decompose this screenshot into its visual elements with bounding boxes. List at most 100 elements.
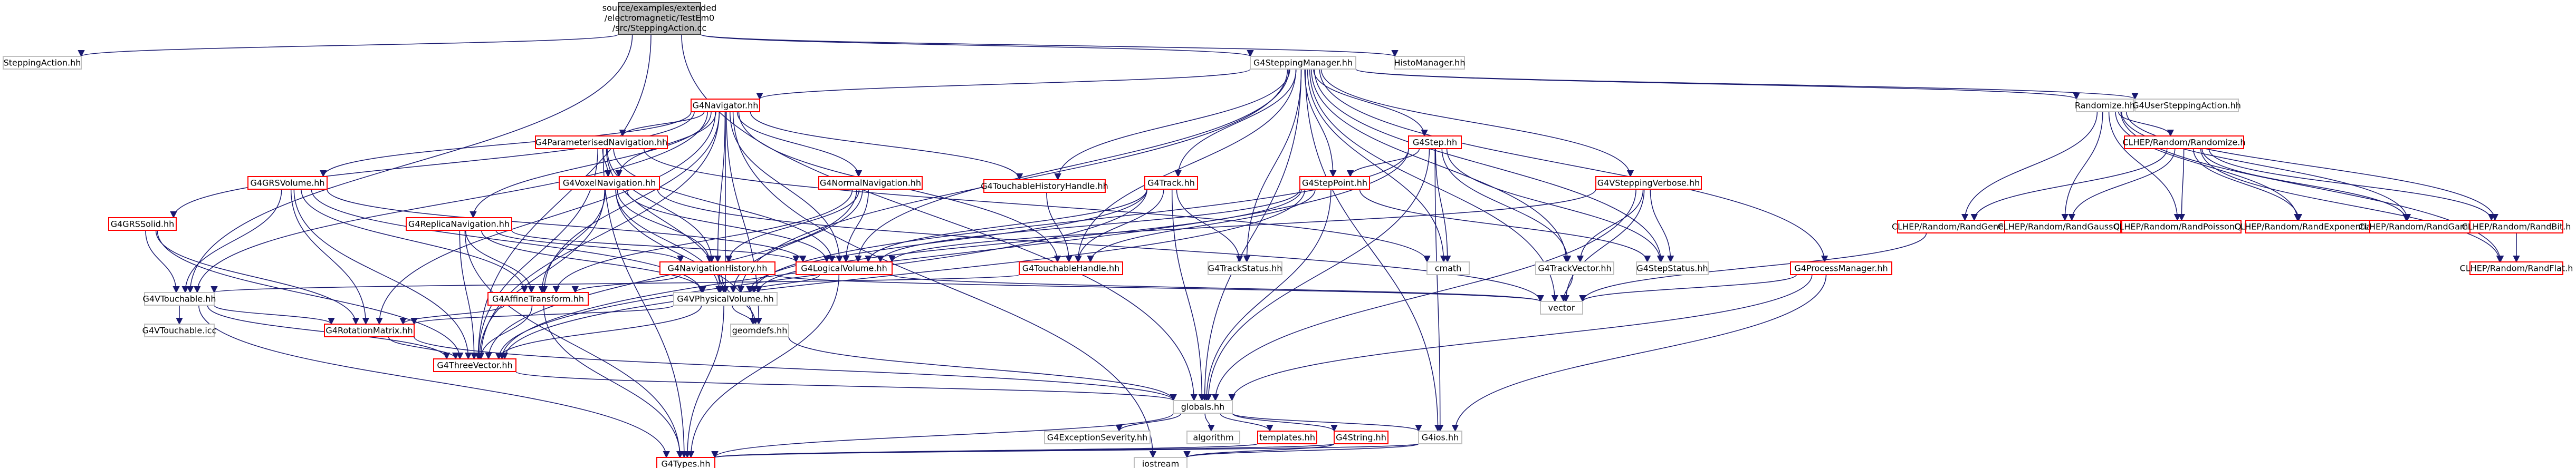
edge-logical_volume-to-vector bbox=[892, 274, 1544, 303]
edge-__root-to-stepping_manager bbox=[700, 34, 1254, 57]
node-stepping-action[interactable]: SteppingAction.hh bbox=[3, 56, 82, 70]
edge-clhep_randomize-to-rand_bit bbox=[2208, 148, 2495, 221]
node-exception-severity[interactable]: G4ExceptionSeverity.hh bbox=[1044, 431, 1151, 444]
node-vtouchable[interactable]: G4VTouchable.hh bbox=[142, 292, 216, 306]
node-label: G4LogicalVolume.hh bbox=[801, 264, 887, 274]
node-track-status[interactable]: G4TrackStatus.hh bbox=[1208, 261, 1282, 275]
node-templates[interactable]: templates.hh bbox=[1257, 431, 1317, 444]
node-track-vector[interactable]: G4TrackVector.hh bbox=[1535, 261, 1614, 275]
node-rand-gauss-q[interactable]: CLHEP/Random/RandGaussQ.h bbox=[1998, 220, 2128, 233]
edge-randomize-to-rand_bit bbox=[2125, 111, 2498, 221]
edge-logical_volume-to-g4types bbox=[687, 274, 840, 459]
node-stepping-manager[interactable]: G4SteppingManager.hh bbox=[1250, 56, 1356, 70]
node-rand-poisson-q[interactable]: CLHEP/Random/RandPoissonQ.h bbox=[2113, 220, 2249, 233]
edge-globals-to-g4string bbox=[1232, 413, 1338, 432]
node-affine-transform[interactable]: G4AffineTransform.hh bbox=[487, 292, 589, 306]
edge-clhep_randomize-to-rand_general bbox=[1970, 148, 2168, 221]
edge-stepping_manager-to-track_status bbox=[1243, 69, 1302, 263]
edge-stepping_manager-to-process_manager bbox=[1319, 69, 1828, 263]
edge-parameterised_navigation-to-cmath bbox=[643, 148, 1431, 263]
node-iostream[interactable]: iostream bbox=[1134, 457, 1188, 468]
node-three-vector[interactable]: G4ThreeVector.hh bbox=[433, 358, 516, 372]
edge-voxel_navigation-to-vector bbox=[657, 189, 1544, 303]
node-box bbox=[1250, 56, 1356, 70]
node-vphysical-volume[interactable]: G4VPhysicalVolume.hh bbox=[673, 292, 778, 306]
edge-navigator-to-navigation_history bbox=[714, 111, 726, 263]
node-user-stepping-action[interactable]: G4UserSteppingAction.hh bbox=[2132, 99, 2241, 112]
edge-grs_volume-to-three_vector bbox=[293, 189, 472, 360]
edge-randomize-to-rand_exponential bbox=[2115, 111, 2301, 221]
node-parameterised-navigation[interactable]: G4ParameterisedNavigation.hh bbox=[535, 135, 668, 149]
node-globals[interactable]: globals.hh bbox=[1173, 400, 1233, 414]
node-g4ios[interactable]: G4ios.hh bbox=[1418, 431, 1462, 444]
edge-stepping_manager-to-navigator bbox=[756, 69, 1251, 100]
node-geomdefs[interactable]: geomdefs.hh bbox=[730, 324, 789, 337]
node-step-point[interactable]: G4StepPoint.hh bbox=[1299, 176, 1370, 190]
edge-globals-to-exception_severity bbox=[1115, 413, 1182, 432]
edge-randomize-to-clhep_randomize bbox=[2118, 111, 2174, 137]
node-step[interactable]: G4Step.hh bbox=[1408, 135, 1462, 149]
node-vector[interactable]: vector bbox=[1540, 301, 1583, 315]
edge-vphysical_volume-to-g4types bbox=[684, 305, 724, 459]
node-grs-volume[interactable]: G4GRSVolume.hh bbox=[247, 176, 328, 190]
edge-grs_volume-to-logical_volume bbox=[327, 189, 807, 263]
node-touchable-handle[interactable]: G4TouchableHandle.hh bbox=[1019, 261, 1123, 275]
node-label: G4ProcessManager.hh bbox=[1794, 264, 1888, 274]
node-label: G4ios.hh bbox=[1422, 433, 1459, 443]
edge-rotation_matrix-to-three_vector bbox=[388, 336, 459, 360]
node-rotation-matrix[interactable]: G4RotationMatrix.hh bbox=[324, 324, 415, 337]
node-replica-navigation[interactable]: G4ReplicaNavigation.hh bbox=[406, 217, 512, 231]
node-grs-solid[interactable]: G4GRSSolid.hh bbox=[108, 217, 177, 231]
node-voxel-navigation[interactable]: G4VoxelNavigation.hh bbox=[559, 176, 660, 190]
edge-__root-to-vtouchable bbox=[186, 34, 633, 294]
edge-globals-to-algorithm bbox=[1204, 413, 1215, 432]
node-label: SteppingAction.hh bbox=[4, 58, 81, 68]
node-label: G4Track.hh bbox=[1147, 178, 1195, 188]
node-step-status[interactable]: G4StepStatus.hh bbox=[1636, 261, 1709, 275]
node-rand-exponential[interactable]: CLHEP/Random/RandExponential.h bbox=[2234, 220, 2382, 233]
node-box bbox=[1144, 176, 1198, 190]
node-rand-general[interactable]: CLHEP/Random/RandGeneral.h bbox=[1892, 220, 2023, 233]
edge-clhep_randomize-to-rand_poisson_q bbox=[2178, 148, 2186, 221]
node-normal-navigation[interactable]: G4NormalNavigation.hh bbox=[818, 176, 923, 190]
node-box bbox=[1134, 457, 1188, 468]
edge-step_point-to-globals bbox=[1203, 189, 1332, 402]
node-label: G4TouchableHistoryHandle.hh bbox=[981, 181, 1108, 191]
node-navigator[interactable]: G4Navigator.hh bbox=[691, 99, 760, 112]
edge-normal_navigation-to-affine_transform bbox=[552, 189, 853, 294]
node-rand-flat[interactable]: CLHEP/Random/RandFlat.h bbox=[2460, 261, 2573, 275]
node-logical-volume[interactable]: G4LogicalVolume.hh bbox=[796, 261, 893, 275]
edge-stepping_manager-to-randomize bbox=[1355, 69, 2080, 100]
node-track[interactable]: G4Track.hh bbox=[1144, 176, 1198, 190]
node-box bbox=[1173, 400, 1233, 414]
edge-replica_navigation-to-vphysical_volume bbox=[481, 230, 706, 294]
node-vtouchable-icc[interactable]: G4VTouchable.icc bbox=[142, 324, 217, 337]
node-g4string[interactable]: G4String.hh bbox=[1334, 431, 1388, 444]
node-stepping-verbose[interactable]: G4VSteppingVerbose.hh bbox=[1595, 176, 1702, 190]
node-randomize[interactable]: Randomize.hh bbox=[2075, 99, 2135, 112]
node-navigation-history[interactable]: G4NavigationHistory.hh bbox=[659, 261, 775, 275]
node-process-manager[interactable]: G4ProcessManager.hh bbox=[1790, 261, 1892, 275]
edge-globals-to-g4ios bbox=[1232, 413, 1422, 432]
edge-stepping_manager-to-track bbox=[1174, 69, 1297, 178]
node-label: G4NormalNavigation.hh bbox=[820, 178, 921, 188]
node-rand-gamma[interactable]: CLHEP/Random/RandGamma.h bbox=[2359, 220, 2489, 233]
node-histo-manager[interactable]: HistoManager.hh bbox=[1394, 56, 1466, 70]
node-box bbox=[406, 217, 512, 231]
node-touchable-history-handle[interactable]: G4TouchableHistoryHandle.hh bbox=[981, 179, 1108, 193]
node-label: G4RotationMatrix.hh bbox=[325, 326, 413, 336]
node-label: Randomize.hh bbox=[2075, 101, 2135, 111]
edge-step_point-to-three_vector bbox=[501, 189, 1306, 360]
root-file-node[interactable]: source/examples/extended /electromagneti… bbox=[602, 2, 717, 35]
node-cmath[interactable]: cmath bbox=[1426, 261, 1470, 275]
node-rand-bit[interactable]: CLHEP/Random/RandBit.h bbox=[2462, 220, 2571, 233]
node-label: G4Types.hh bbox=[661, 459, 710, 468]
root-file-line-3: /src/SteppingAction.cc bbox=[612, 23, 706, 33]
node-g4types[interactable]: G4Types.hh bbox=[656, 457, 715, 468]
node-clhep-randomize[interactable]: CLHEP/Random/Randomize.h bbox=[2122, 135, 2246, 149]
node-label: G4VTouchable.icc bbox=[142, 326, 217, 336]
edge-replica_navigation-to-affine_transform bbox=[465, 230, 535, 294]
node-algorithm[interactable]: algorithm bbox=[1186, 431, 1240, 444]
node-label: G4GRSVolume.hh bbox=[250, 178, 324, 188]
node-box bbox=[559, 176, 660, 190]
